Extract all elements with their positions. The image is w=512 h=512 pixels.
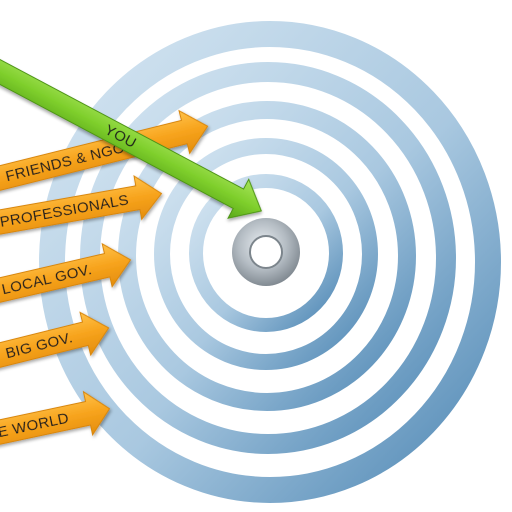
ring-outer	[39, 21, 501, 503]
ring-5	[189, 174, 343, 332]
target-icon	[39, 21, 501, 503]
bullseye-hole	[249, 235, 283, 269]
ring-3	[118, 101, 416, 411]
ring-4	[154, 138, 378, 370]
